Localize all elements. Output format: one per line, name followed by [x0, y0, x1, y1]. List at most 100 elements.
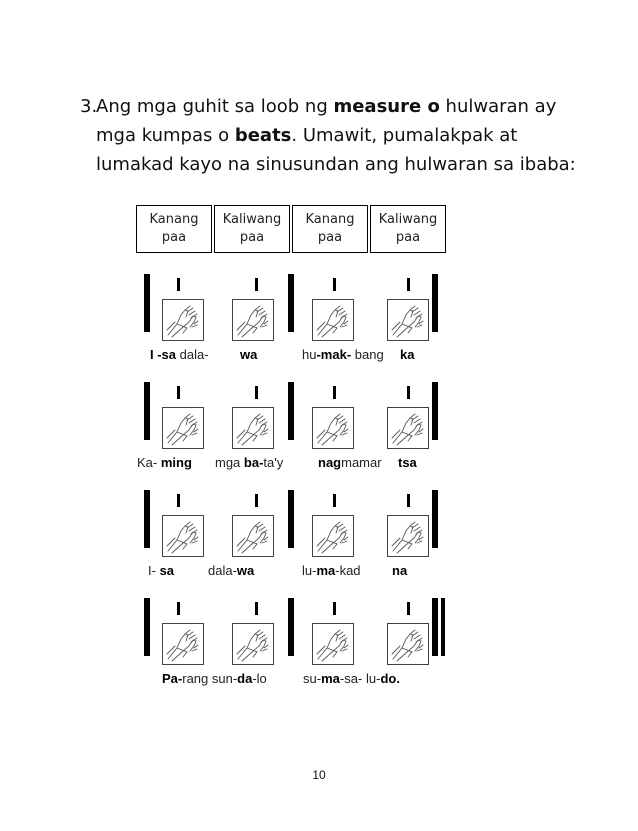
instruction-text: Ang mga guhit sa loob ng measure o hulwa…: [96, 92, 580, 179]
lyric-syllables: dala-wa: [208, 563, 254, 578]
beat-mark: [255, 602, 258, 615]
syllable: bang: [351, 347, 384, 362]
clapping-hands-icon: [387, 299, 429, 341]
clapping-hands-icon: [387, 623, 429, 665]
syllable: -sa-: [339, 671, 363, 686]
clapping-hands-icon: [162, 623, 204, 665]
instruction-bold-run: beats: [234, 125, 292, 146]
stressed-syllable: do.: [380, 671, 400, 686]
lyric-syllables: hu-mak- bang: [302, 347, 384, 362]
instruction-run: Ang mga guhit sa loob ng: [96, 96, 334, 117]
item-number: 3.: [80, 96, 98, 117]
syllable: mamar: [341, 455, 382, 470]
bar-line: [288, 598, 294, 656]
bar-line: [144, 382, 150, 440]
lyric-syllables: mga ba-ta'y: [215, 455, 283, 470]
lyric-syllables: wa: [240, 347, 257, 362]
stressed-syllable: ma: [316, 563, 336, 578]
stressed-syllable: ming: [160, 455, 192, 470]
bar-line: [144, 490, 150, 548]
beat-mark: [333, 494, 336, 507]
lyric-syllables: tsa: [398, 455, 417, 470]
clapping-hands-icon: [312, 407, 354, 449]
lyric-syllables: I- sa: [148, 563, 174, 578]
clapping-hands-icon: [312, 623, 354, 665]
bar-line: [432, 382, 438, 440]
stressed-syllable: I -sa: [150, 347, 177, 362]
instruction-run: hulwaran ay mga kumpas o: [96, 96, 557, 146]
foot-box-label: paa: [395, 230, 421, 245]
bar-line: [432, 490, 438, 548]
beat-mark: [407, 278, 410, 291]
beat-mark: [333, 602, 336, 615]
instruction-block: 3. Ang mga guhit sa loob ng measure o hu…: [80, 92, 580, 179]
clapping-hands-icon: [387, 407, 429, 449]
stressed-syllable: nag: [318, 455, 342, 470]
clapping-hands-icon: [162, 407, 204, 449]
clapping-hands-icon: [162, 515, 204, 557]
bar-line: [144, 274, 150, 332]
stressed-syllable: Pa-: [162, 671, 183, 686]
stressed-syllable: sa: [159, 563, 175, 578]
bar-line: [288, 274, 294, 332]
beat-mark: [333, 278, 336, 291]
clapping-hands-icon: [232, 515, 274, 557]
lyric-syllables: I -sa dala-: [150, 347, 209, 362]
lyric-syllables: ka: [400, 347, 414, 362]
clapping-hands-icon: [312, 515, 354, 557]
syllable: dala-: [208, 563, 237, 578]
bar-line: [288, 382, 294, 440]
stressed-syllable: ba-: [243, 455, 264, 470]
bar-line: [432, 274, 438, 332]
foot-box-side: Kanang: [149, 212, 199, 227]
beat-mark: [177, 602, 180, 615]
double-bar-line: [432, 598, 438, 656]
syllable: I-: [148, 563, 160, 578]
foot-box-side: Kaliwang: [222, 212, 282, 227]
beat-mark: [177, 386, 180, 399]
foot-box: Kanang paa: [136, 205, 212, 253]
page-number: 10: [312, 768, 326, 782]
lyric-syllables: lu-ma-kad: [302, 563, 361, 578]
bar-line: [288, 490, 294, 548]
foot-box: Kanang paa: [292, 205, 368, 253]
foot-box-label: paa: [239, 230, 265, 245]
foot-box-side: Kanang: [305, 212, 355, 227]
instruction-run: . Umawit, pumalakpak at lumakad kayo na …: [96, 125, 576, 175]
beat-mark: [177, 278, 180, 291]
syllable: -kad: [335, 563, 361, 578]
syllable: lu-: [302, 563, 317, 578]
clapping-hands-icon: [232, 299, 274, 341]
beat-mark: [177, 494, 180, 507]
clapping-hands-icon: [312, 299, 354, 341]
syllable: hu: [302, 347, 317, 362]
clapping-hands-icon: [387, 515, 429, 557]
foot-box-label: paa: [161, 230, 187, 245]
beat-mark: [407, 386, 410, 399]
lyric-syllables: Ka- ming: [137, 455, 192, 470]
syllable: ta'y: [263, 455, 284, 470]
instruction-bold-run: measure o: [333, 96, 440, 117]
stressed-syllable: ma: [321, 671, 340, 686]
lyric-syllables: Pa-rang sun-da-lo: [162, 671, 267, 686]
beat-mark: [255, 494, 258, 507]
syllable: -lo: [252, 671, 267, 686]
beat-mark: [407, 602, 410, 615]
foot-box: Kaliwang paa: [370, 205, 446, 253]
beat-mark: [407, 494, 410, 507]
stressed-syllable: na: [392, 563, 408, 578]
stressed-syllable: wa: [240, 347, 258, 362]
syllable: rang sun-: [182, 671, 238, 686]
stressed-syllable: wa: [236, 563, 255, 578]
stressed-syllable: -mak-: [316, 347, 352, 362]
foot-box-label: paa: [317, 230, 343, 245]
clapping-hands-icon: [232, 623, 274, 665]
beat-mark: [255, 278, 258, 291]
lyric-syllables: lu-do.: [366, 671, 400, 686]
beat-mark: [333, 386, 336, 399]
stressed-syllable: tsa: [398, 455, 417, 470]
foot-box-side: Kaliwang: [378, 212, 438, 227]
syllable: Ka-: [137, 455, 161, 470]
lyric-syllables: su-ma-sa-: [303, 671, 362, 686]
lyric-syllables: na: [392, 563, 407, 578]
